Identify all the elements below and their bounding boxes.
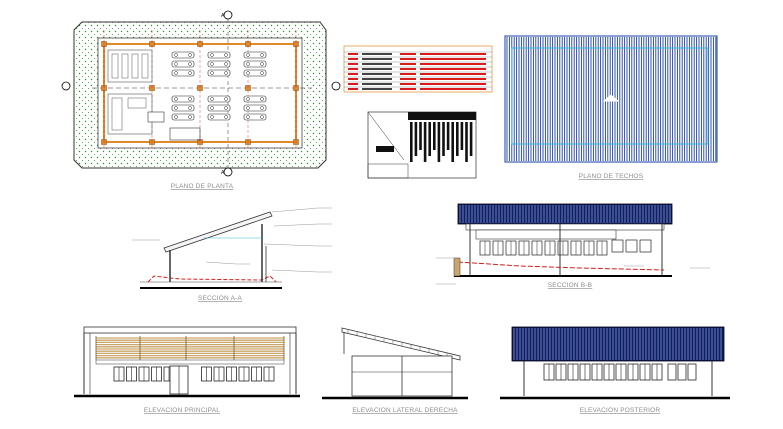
desk-clusters [171,51,267,121]
floor-plan: A A PLANO DE PLANTA [61,10,341,190]
front-elevation: ELEVACION PRINCIPAL [74,326,300,414]
title-side-elevation: ELEVACION LATERAL DERECHA [352,407,458,414]
title-roof-plan: PLANO DE TECHOS [579,173,644,180]
title-front-elevation: ELEVACION PRINCIPAL [144,407,220,414]
section-marker-top: A [221,13,225,19]
structural-grid [101,30,299,150]
rear-elevation: ELEVACION POSTERIOR [500,326,730,414]
title-floor-plan: PLANO DE PLANTA [171,183,234,190]
section-b-b: SECCION B-B [436,203,710,289]
roof-plan: PLANO DE TECHOS [504,35,718,180]
section-a-a: SECCION A-A [132,207,332,302]
door-window-schedule [343,45,493,93]
annotation-leaders [436,257,710,285]
side-elevation: ELEVACION LATERAL DERECHA [322,327,468,414]
title-section-b: SECCION B-B [548,282,592,289]
title-section-a: SECCION A-A [198,295,243,302]
annotation-leaders [132,207,332,273]
section-marker-bottom: A [221,170,225,176]
detail-table [367,111,477,179]
title-rear-elevation: ELEVACION POSTERIOR [580,407,661,414]
